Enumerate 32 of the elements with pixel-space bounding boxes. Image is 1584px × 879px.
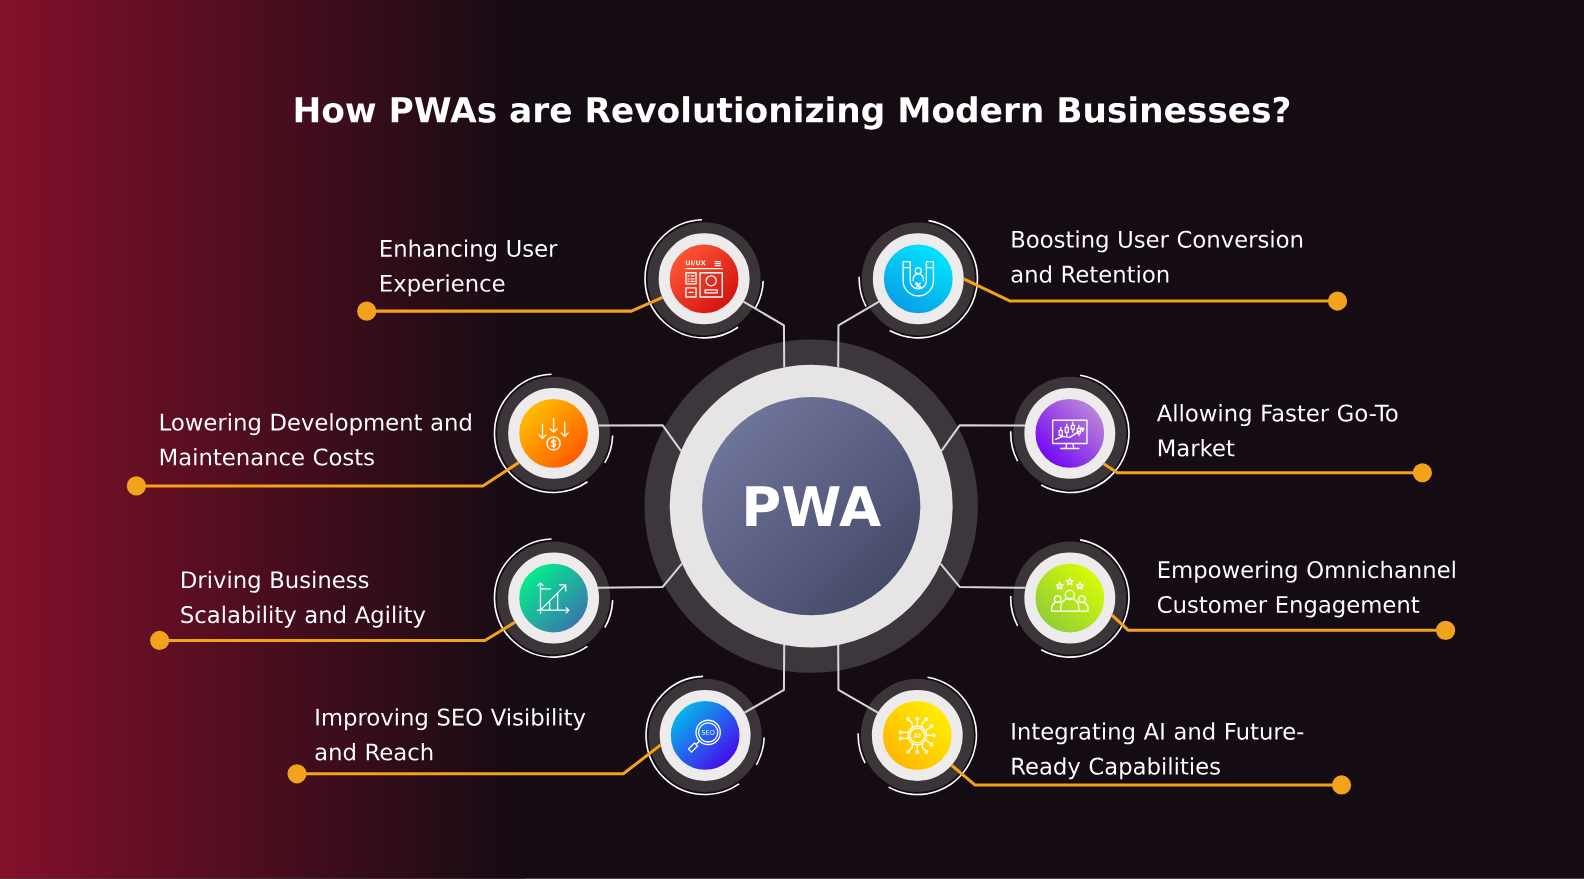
connector-line — [744, 645, 786, 714]
leader-line — [126, 461, 520, 496]
icon-circle — [508, 387, 600, 479]
icon-circle — [872, 233, 964, 325]
icon-circle — [508, 552, 600, 644]
connector-line — [837, 300, 880, 368]
icon-circle — [871, 690, 963, 781]
leader-line — [150, 620, 516, 651]
connector-line — [598, 424, 682, 452]
callout-text: Enhancing User Experience — [381, 239, 558, 297]
callout-text: Improving SEO Visibility and Reach — [315, 708, 586, 761]
callout-text: Driving Business Scalability and Agility — [181, 570, 426, 628]
icon-circle — [658, 233, 750, 325]
icon-circle — [659, 690, 751, 781]
icon-circle — [1024, 552, 1116, 644]
callout-text: Lowering Development and Maintenance Costs — [160, 413, 471, 466]
leader-line — [1102, 462, 1432, 483]
leader-line — [950, 764, 1352, 795]
leader-line — [357, 295, 664, 321]
leader-line — [1110, 614, 1456, 641]
callout-text: Empowering Omnichannel Customer Engagement — [1158, 560, 1455, 618]
connector-line — [939, 563, 1026, 589]
callout-text: Boosting User Conversion and Retention — [1011, 230, 1303, 283]
connector-line — [837, 645, 879, 714]
callout-text: Allowing Faster Go-To Market — [1156, 404, 1398, 457]
connector-line — [742, 300, 786, 368]
connector-line — [597, 563, 683, 589]
leader-line — [287, 743, 662, 784]
connector-line — [940, 424, 1026, 452]
title: How PWAs are Revolutionizing Modern Businesses? — [295, 96, 1290, 130]
callout-text: Integrating AI and Future-Ready Capabilities — [1012, 722, 1304, 780]
icon-circle — [1024, 387, 1116, 479]
